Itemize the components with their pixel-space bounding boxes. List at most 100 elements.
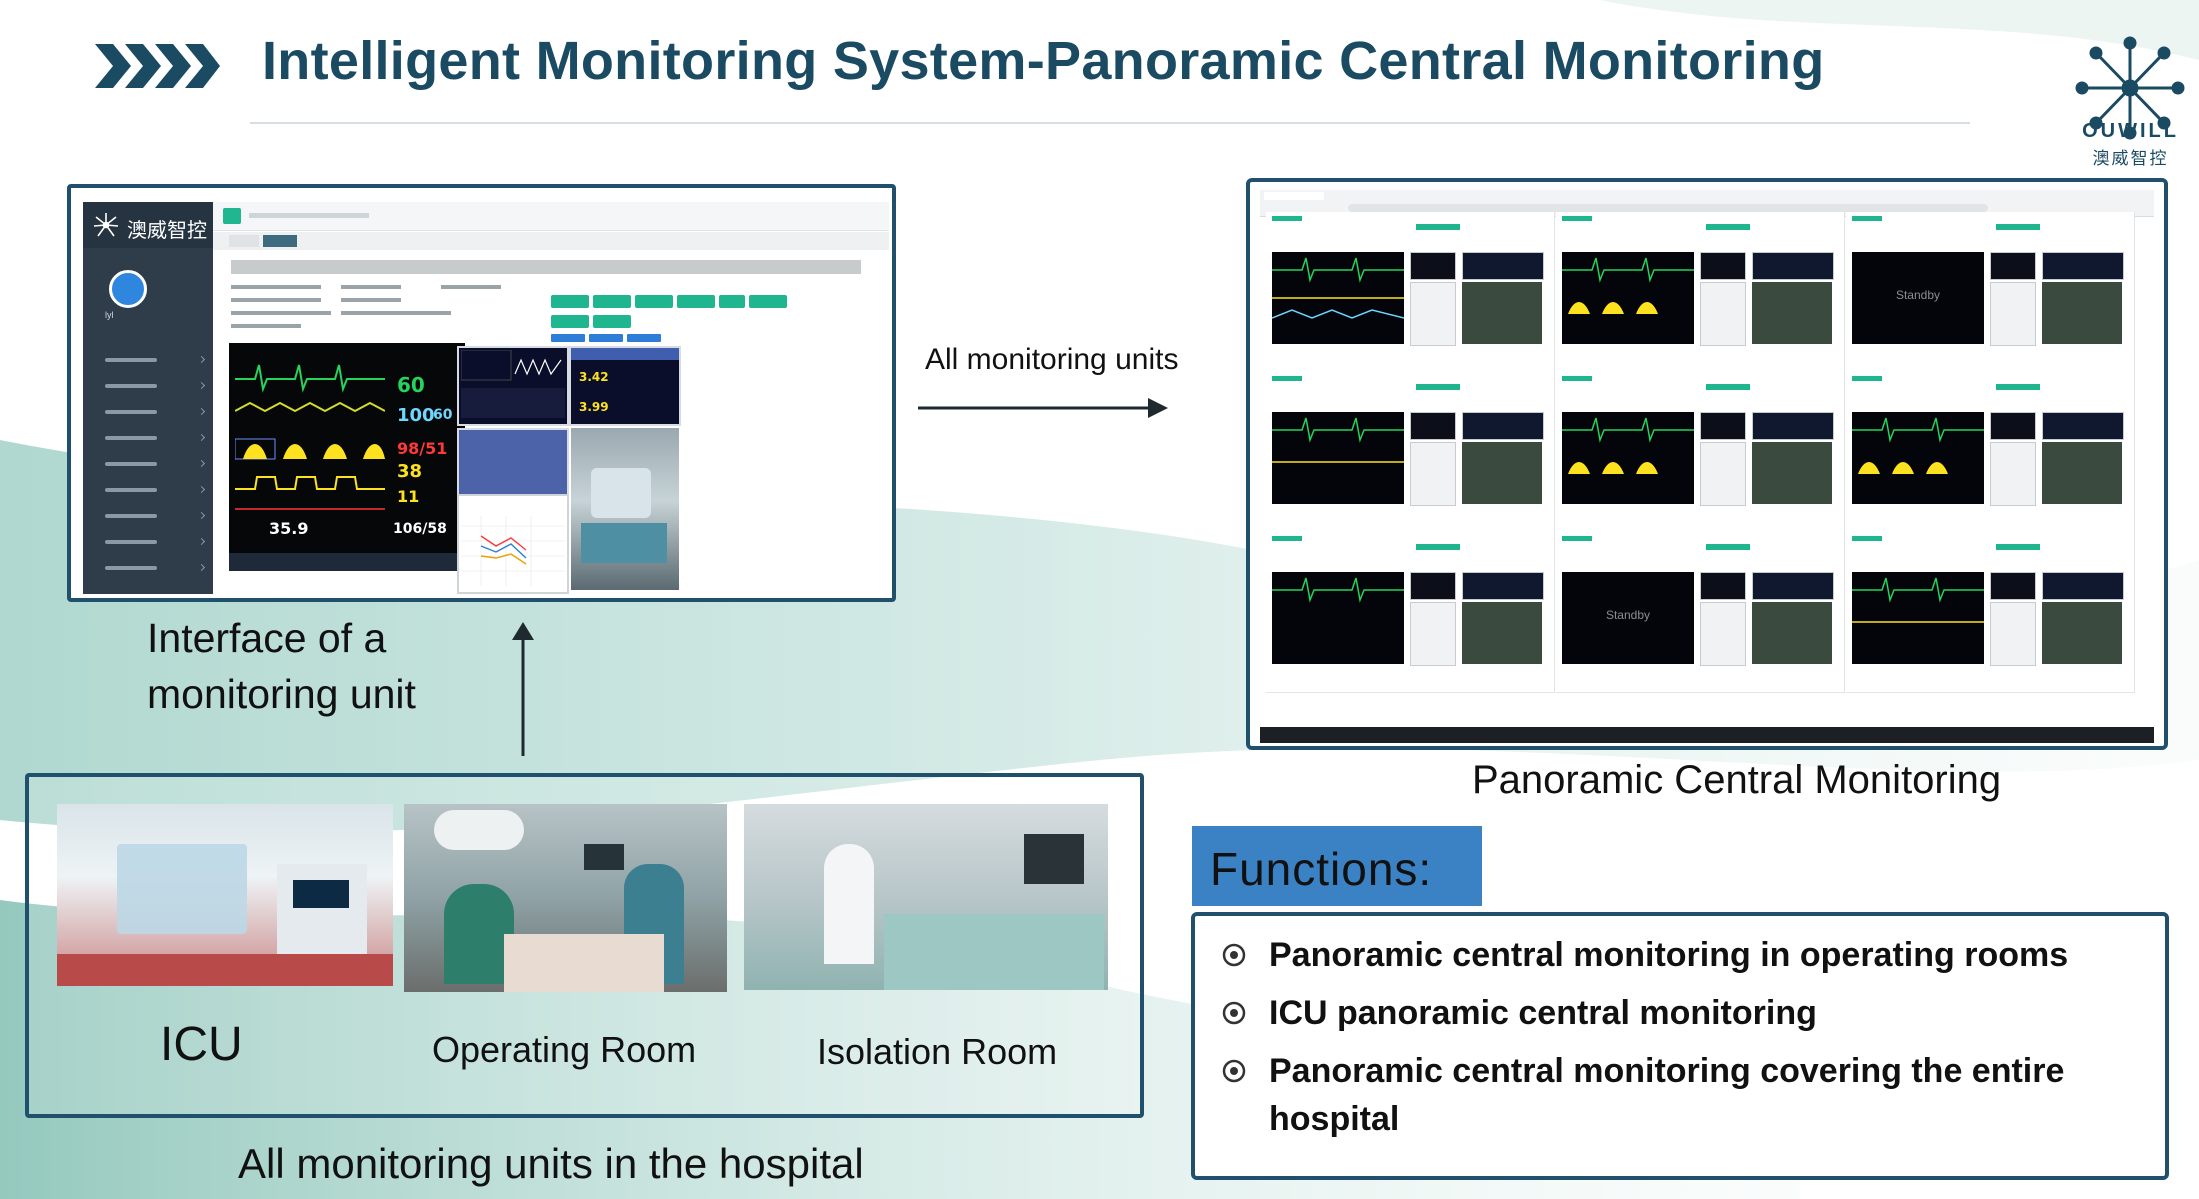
sidebar-item[interactable] (95, 540, 205, 545)
temp-value: 35.9 (269, 519, 309, 538)
anesthesia-machine-panel (457, 346, 569, 426)
room-label-icu: ICU (160, 1018, 243, 1071)
function-item-1: Panoramic central monitoring in operatin… (1269, 936, 2069, 974)
sidebar-item[interactable] (95, 410, 205, 415)
rr-value: 38 (397, 461, 423, 482)
bullet-icon (1222, 1059, 1246, 1083)
operating-room-photo (404, 804, 727, 992)
monitor-cell[interactable] (1266, 372, 1555, 533)
action-button[interactable] (551, 315, 589, 328)
functions-tab (1192, 826, 1482, 906)
unit-tabbar (213, 232, 889, 250)
monitor-cell[interactable] (1846, 372, 2135, 533)
sidebar-item[interactable] (95, 514, 205, 519)
action-button[interactable] (593, 295, 631, 308)
info-line (341, 311, 451, 315)
monitor-cell[interactable] (1266, 212, 1555, 373)
spo2-b-value: 60 (433, 407, 453, 423)
info-line (231, 324, 301, 328)
action-button[interactable] (593, 315, 631, 328)
monitoring-unit-screenshot: 澳威智控 lyl (67, 184, 896, 602)
search-input[interactable] (249, 213, 369, 218)
spo2-value: 100 (397, 405, 435, 426)
brand-icon (93, 213, 119, 237)
title-divider (250, 122, 1970, 124)
right-arrow-icon (918, 398, 1168, 418)
up-arrow-icon (512, 622, 534, 756)
pump-header (571, 348, 679, 360)
sidebar-item[interactable] (95, 488, 205, 493)
unit-topbar (213, 202, 889, 231)
monitor-cell-standby[interactable]: Standby (1556, 532, 1845, 693)
sidebar-item[interactable] (95, 384, 205, 389)
standby-text: Standby (1605, 608, 1651, 622)
hospital-rooms-panel: ICU Operating Room Isolation Room (25, 773, 1144, 1118)
infusion-pump-panel: 3.42 3.99 (569, 346, 681, 426)
address-bar[interactable] (1348, 204, 1988, 212)
ouwill-logo-icon (2075, 36, 2185, 140)
monitor-cell[interactable] (1556, 372, 1845, 533)
action-button[interactable] (551, 295, 589, 308)
etco2-value: 11 (397, 487, 420, 506)
panoramic-screenshot: Standby Standby (1246, 178, 2168, 750)
sidebar-item[interactable] (95, 566, 205, 571)
waveforms (235, 364, 385, 510)
anesthesia-graph (461, 350, 565, 418)
bullet-icon (1222, 943, 1246, 967)
monitor-cell-standby[interactable]: Standby (1846, 212, 2135, 373)
action-button[interactable] (749, 295, 787, 308)
isolation-room-photo (744, 804, 1108, 990)
status-tag (627, 334, 661, 342)
panoramic-caption: Panoramic Central Monitoring (1472, 758, 2002, 802)
standby-text: Standby (1895, 288, 1941, 302)
or-camera-feed (571, 428, 679, 590)
hr-value: 60 (397, 373, 425, 397)
tab-room[interactable] (263, 235, 297, 247)
function-item-3: Panoramic central monitoring covering th… (1269, 1052, 2065, 1090)
functions-title: Functions: (1210, 843, 1433, 895)
monitor-cell[interactable] (1846, 532, 2135, 693)
room-title-bar (231, 260, 861, 274)
info-line (231, 285, 321, 289)
menu-toggle-icon[interactable] (223, 208, 241, 224)
sidebar-item[interactable] (95, 358, 205, 363)
monitor-toolbar (229, 553, 465, 571)
unit-caption-line1: Interface of a (147, 615, 387, 661)
sidebar-item[interactable] (95, 462, 205, 467)
functions-list: Panoramic central monitoring in operatin… (1191, 912, 2169, 1180)
trend-lines (461, 516, 565, 586)
room-label-isolation: Isolation Room (817, 1031, 1058, 1072)
bullet-icon (1222, 1001, 1246, 1025)
user-avatar[interactable] (109, 270, 147, 308)
icu-photo (57, 804, 393, 986)
info-line (231, 311, 331, 315)
bp-value: 98/51 (397, 439, 448, 458)
tab-home[interactable] (229, 235, 259, 247)
monitor-cell[interactable] (1556, 212, 1845, 373)
sidebar-item[interactable] (95, 436, 205, 441)
trend-chart-panel (457, 494, 569, 594)
unit-brand-label: 澳威智控 (127, 218, 207, 242)
action-button[interactable] (635, 295, 673, 308)
chevrons-icon (95, 44, 220, 88)
action-button[interactable] (719, 295, 745, 308)
unit-caption-line2: monitoring unit (147, 671, 416, 717)
unit-sidebar: 澳威智控 lyl (83, 202, 213, 594)
info-line (231, 298, 321, 302)
pump-a-value: 3.42 (579, 370, 609, 384)
page-title: Intelligent Monitoring System-Panoramic … (262, 31, 1825, 91)
function-item-2: ICU panoramic central monitoring (1269, 994, 1817, 1032)
function-item-3-cont: hospital (1269, 1100, 1400, 1138)
browser-tab[interactable] (1264, 192, 1324, 200)
monitor-cell[interactable] (1266, 532, 1555, 693)
os-taskbar (1260, 727, 2154, 743)
nibp-value: 106/58 (393, 521, 447, 537)
status-tag (551, 334, 585, 342)
action-button[interactable] (677, 295, 715, 308)
ventilator-panel (457, 428, 569, 496)
info-line (341, 285, 401, 289)
status-tag (589, 334, 623, 342)
arrow-label: All monitoring units (925, 343, 1179, 376)
info-line (441, 285, 501, 289)
patient-monitor-display: 60 100 60 98/51 38 11 35.9 106/58 (229, 343, 465, 571)
